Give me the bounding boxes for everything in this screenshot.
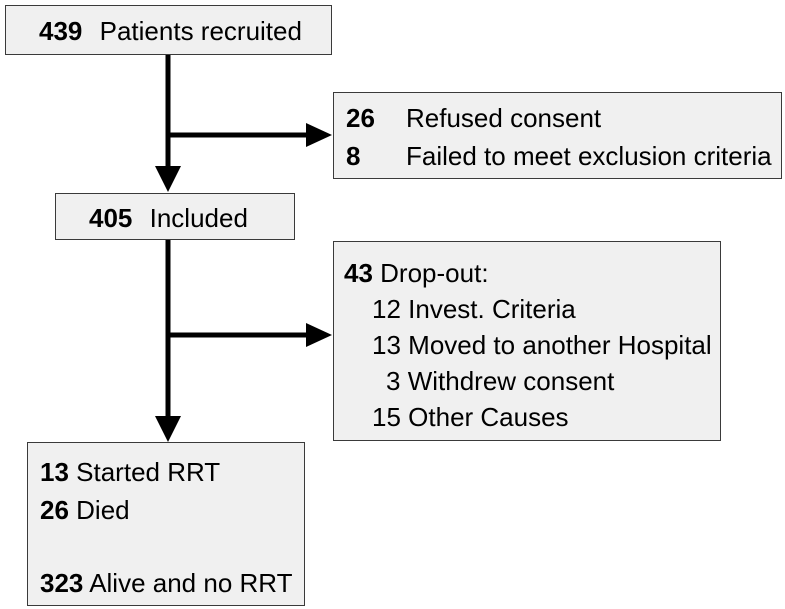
arrow-included-to-outcomes — [155, 240, 181, 442]
arrow-recruited-to-included — [155, 55, 181, 192]
dropout-item-label: Invest. Criteria — [408, 294, 576, 324]
recruited-count: 439 — [39, 16, 83, 46]
dropout-count: 43 — [344, 258, 373, 288]
dropout-item-count: 13 — [372, 330, 401, 360]
dropout-label: Drop-out: — [380, 258, 489, 288]
dropout-item-label: Other Causes — [408, 402, 569, 432]
dropout-item-count: 12 — [372, 294, 401, 324]
dropout-item-count: 15 — [372, 402, 401, 432]
outcomes-box: 13 Started RRT 26 Died 323 Alive and no … — [27, 442, 305, 606]
died-label: Died — [76, 495, 130, 525]
alive-no-rrt-count: 323 — [40, 568, 84, 598]
arrow-to-excluded — [168, 123, 332, 147]
excluded-box: 26 Refused consent 8 Failed to meet exclus… — [333, 92, 782, 179]
dropout-item-label: Moved to another Hospital — [408, 330, 712, 360]
failed-criteria-label: Failed to meet exclusion criteria — [406, 141, 772, 171]
started-rrt-count: 13 — [40, 457, 69, 487]
included-label: Included — [149, 203, 248, 233]
started-rrt-label: Started RRT — [76, 457, 221, 487]
included-box: 405 Included — [55, 193, 295, 240]
refused-consent-count: 26 — [346, 103, 375, 133]
arrow-to-dropout — [168, 323, 332, 347]
refused-consent-label: Refused consent — [406, 103, 602, 133]
dropout-item-count: 3 — [386, 366, 401, 396]
alive-no-rrt-label: Alive and no RRT — [89, 568, 293, 598]
failed-criteria-count: 8 — [346, 141, 361, 171]
dropout-box: 43 Drop-out: 12 Invest. Criteria 13 Move… — [333, 241, 721, 441]
died-count: 26 — [40, 495, 69, 525]
recruited-label: Patients recruited — [99, 16, 302, 46]
recruited-box: 439 Patients recruited — [5, 5, 332, 55]
dropout-item-label: Withdrew consent — [407, 366, 615, 396]
included-count: 405 — [89, 203, 133, 233]
